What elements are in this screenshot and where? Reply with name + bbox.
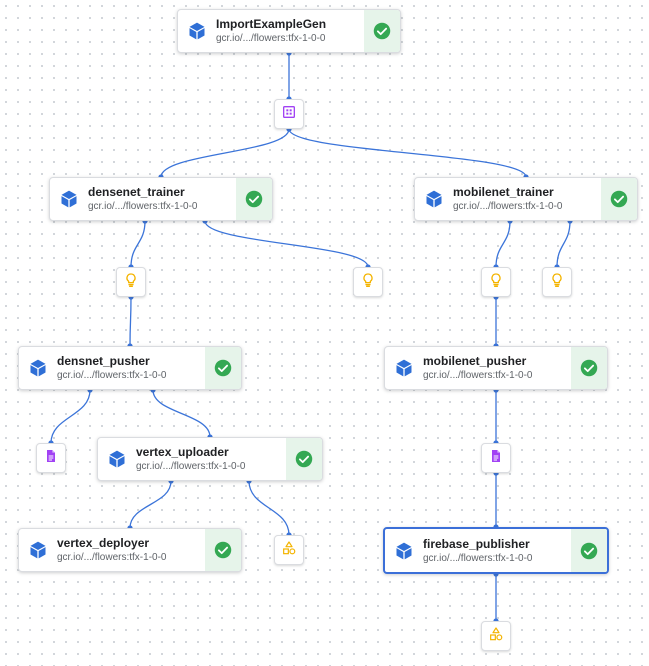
cube-icon <box>178 10 216 52</box>
node-title: vertex_deployer <box>57 536 150 550</box>
cube-icon <box>50 178 88 220</box>
success-check-icon <box>364 10 400 52</box>
node-subtitle: gcr.io/.../flowers:tfx-1-0-0 <box>57 552 167 563</box>
cube-icon <box>385 347 423 389</box>
node-importexamplegen[interactable]: ImportExampleGen gcr.io/.../flowers:tfx-1… <box>177 9 401 53</box>
edge <box>556 220 571 268</box>
success-check-icon <box>286 438 322 480</box>
node-subtitle: gcr.io/.../flowers:tfx-1-0-0 <box>57 370 167 381</box>
cube-icon <box>98 438 136 480</box>
node-title: ImportExampleGen <box>216 17 327 31</box>
node-title: firebase_publisher <box>423 536 530 551</box>
success-check-icon <box>601 178 637 220</box>
success-check-icon <box>236 178 272 220</box>
artifact-model-densenet-2[interactable] <box>353 267 383 297</box>
shapes-icon <box>488 626 504 647</box>
node-subtitle: gcr.io/.../flowers:tfx-1-0-0 <box>423 552 533 564</box>
artifact-model-densenet-1[interactable] <box>116 267 146 297</box>
node-subtitle: gcr.io/.../flowers:tfx-1-0-0 <box>423 370 533 381</box>
node-title: mobilenet_trainer <box>453 185 554 199</box>
node-densenet-trainer[interactable]: densenet_trainer gcr.io/.../flowers:tfx-1… <box>49 177 273 221</box>
cube-icon <box>415 178 453 220</box>
artifact-doc-mobilenet[interactable] <box>481 443 511 473</box>
artifact-shapes-vertex[interactable] <box>274 535 304 565</box>
document-icon <box>43 448 59 469</box>
node-title: mobilenet_pusher <box>423 354 527 368</box>
success-check-icon <box>571 529 607 572</box>
edge <box>160 128 290 178</box>
node-vertex-uploader[interactable]: vertex_uploader gcr.io/.../flowers:tfx-1-… <box>97 437 323 481</box>
success-check-icon <box>205 529 241 571</box>
success-check-icon <box>571 347 607 389</box>
document-icon <box>488 448 504 469</box>
cube-icon <box>19 347 57 389</box>
artifact-shapes-firebase[interactable] <box>481 621 511 651</box>
dataset-icon <box>281 104 297 125</box>
artifact-dataset[interactable] <box>274 99 304 129</box>
node-title: vertex_uploader <box>136 445 229 459</box>
node-vertex-deployer[interactable]: vertex_deployer gcr.io/.../flowers:tfx-1-… <box>18 528 242 572</box>
node-subtitle: gcr.io/.../flowers:tfx-1-0-0 <box>88 201 198 212</box>
artifact-model-mobilenet-2[interactable] <box>542 267 572 297</box>
node-title: densenet_trainer <box>88 185 185 199</box>
edge <box>129 480 172 529</box>
lightbulb-icon <box>488 272 504 293</box>
edge <box>248 480 290 536</box>
success-check-icon <box>205 347 241 389</box>
edge <box>204 220 369 268</box>
node-densnet-pusher[interactable]: densnet_pusher gcr.io/.../flowers:tfx-1-0… <box>18 346 242 390</box>
node-subtitle: gcr.io/.../flowers:tfx-1-0-0 <box>136 461 246 472</box>
node-subtitle: gcr.io/.../flowers:tfx-1-0-0 <box>453 201 563 212</box>
node-title: densnet_pusher <box>57 354 150 368</box>
node-subtitle: gcr.io/.../flowers:tfx-1-0-0 <box>216 33 326 44</box>
artifact-doc-densnet[interactable] <box>36 443 66 473</box>
edge <box>288 128 527 178</box>
edge <box>130 220 146 268</box>
node-mobilenet-trainer[interactable]: mobilenet_trainer gcr.io/.../flowers:tfx-… <box>414 177 638 221</box>
cube-icon <box>19 529 57 571</box>
edge <box>50 389 91 444</box>
node-mobilenet-pusher[interactable]: mobilenet_pusher gcr.io/.../flowers:tfx-1… <box>384 346 608 390</box>
edge <box>129 296 132 347</box>
shapes-icon <box>281 540 297 561</box>
edge <box>152 389 211 438</box>
lightbulb-icon <box>549 272 565 293</box>
artifact-model-mobilenet-1[interactable] <box>481 267 511 297</box>
lightbulb-icon <box>123 272 139 293</box>
edge <box>495 220 511 268</box>
cube-icon <box>385 529 423 572</box>
lightbulb-icon <box>360 272 376 293</box>
